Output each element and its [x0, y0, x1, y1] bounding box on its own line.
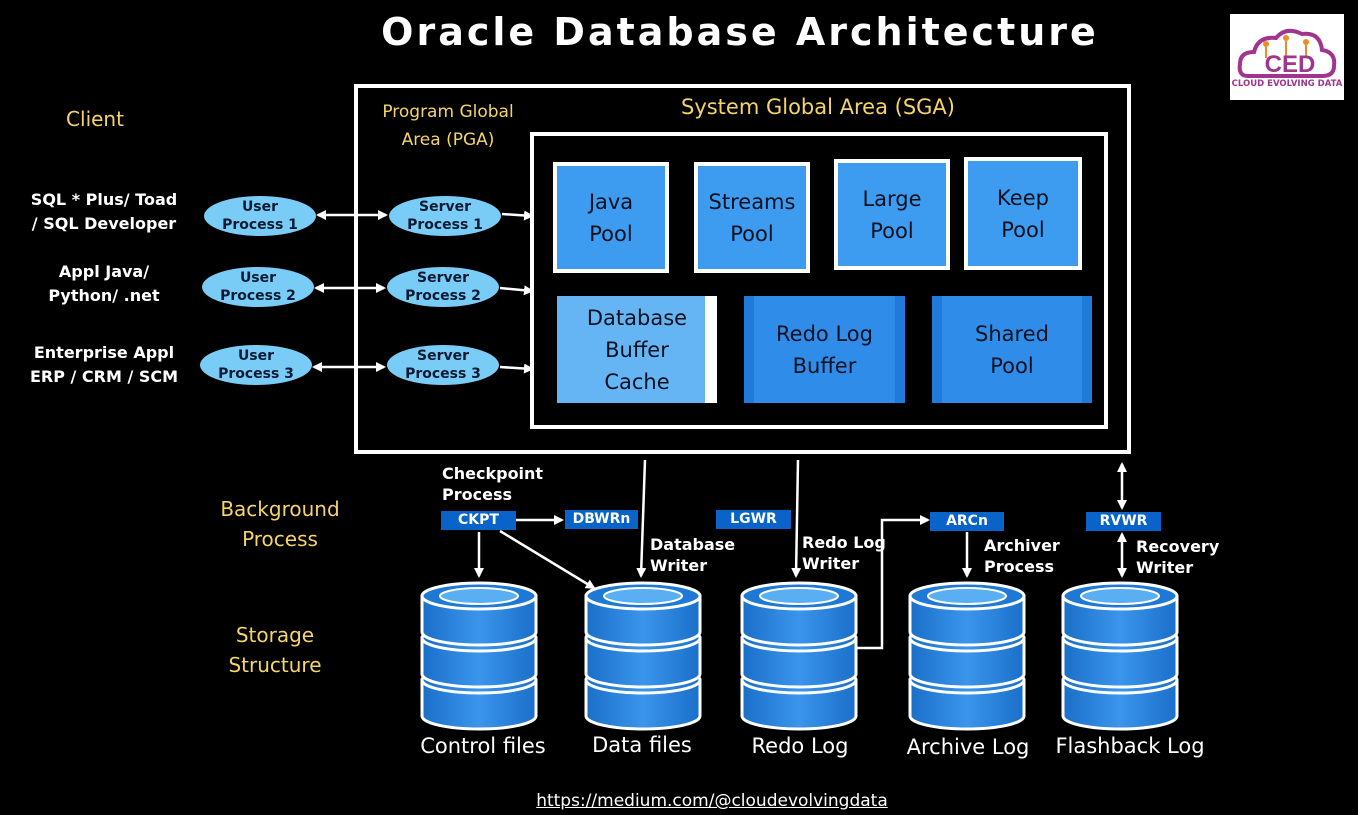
storage-structure-section-label: Storage Structure [228, 623, 322, 677]
ckpt-datafiles-arrow [499, 529, 596, 590]
logo-mark: CED [1265, 51, 1316, 78]
database-cylinder-icon-redo-log [740, 581, 858, 731]
recovery-writer-label: Recovery Writer [1136, 537, 1220, 577]
server-process-1: Server Process 1 [389, 196, 501, 236]
sga-label: System Global Area (SGA) [680, 95, 955, 119]
database-writer-arrow [636, 459, 647, 578]
streams-pool: Streams Pool [694, 162, 810, 273]
archiver-process-label: Archiver Process [984, 536, 1060, 576]
database-writer-label: Database Writer [650, 535, 736, 575]
storage-label-archive-log: Archive Log [906, 735, 1030, 759]
source-link[interactable]: https://medium.com/@cloudevolvingdata [536, 791, 888, 811]
database-cylinder-icon-control-files [420, 581, 538, 731]
storage-label-control-files: Control files [420, 734, 546, 758]
storage-label-redo-log: Redo Log [751, 734, 849, 758]
storage-label-data-files: Data files [592, 733, 692, 757]
database-cylinder-icon-data-files [584, 581, 702, 731]
user-process-3: User Process 3 [200, 345, 312, 385]
database-cylinder-icon-archive-log [908, 581, 1026, 731]
client-section-label: Client [66, 107, 124, 131]
background-process-section-label: Background Process [220, 497, 340, 551]
server-sga-arrow-3 [499, 363, 534, 374]
redo-archive-connector [856, 515, 930, 650]
storage-label-flashback-log: Flashback Log [1055, 734, 1205, 758]
java-pool: Java Pool [553, 162, 669, 273]
client-label-3: Enterprise Appl ERP / CRM / SCM [29, 343, 179, 386]
ckpt-tag: CKPT [441, 511, 516, 530]
redo-log-buffer: Redo Log Buffer [744, 296, 905, 403]
user-process-2: User Process 2 [202, 267, 314, 307]
page-title: Oracle Database Architecture [381, 10, 1099, 54]
cloud-circuit-icon: CED [1237, 28, 1337, 78]
server-process-3: Server Process 3 [387, 345, 499, 385]
server-sga-arrow-2 [499, 285, 534, 296]
rvwr-tag: RVWR [1086, 512, 1161, 531]
database-cylinder-icon-flashback-log [1061, 581, 1179, 731]
server-process-2: Server Process 2 [387, 267, 499, 307]
pga-label: Program Global Area (PGA) [382, 102, 514, 150]
client-label-2: Appl Java/ Python/ .net [48, 262, 160, 305]
ced-logo: CED CLOUD EVOLVING DATA [1230, 14, 1344, 100]
arcn-tag: ARCn [930, 512, 1004, 531]
database-buffer-cache: Database Buffer Cache [557, 296, 717, 403]
sga-box [530, 132, 1108, 429]
shared-pool: Shared Pool [932, 296, 1092, 403]
checkpoint-process-label: Checkpoint Process [442, 464, 544, 504]
redo-log-writer-arrow [791, 459, 802, 578]
client-label-1: SQL * Plus/ Toad / SQL Developer [30, 190, 178, 233]
dbwrn-tag: DBWRn [565, 510, 638, 529]
large-pool: Large Pool [834, 159, 950, 270]
instance-box [354, 84, 1131, 454]
logo-caption: CLOUD EVOLVING DATA [1231, 79, 1343, 89]
server-sga-arrow-1 [501, 210, 534, 221]
keep-pool: Keep Pool [964, 157, 1082, 270]
user-process-1: User Process 1 [204, 196, 316, 236]
redo-log-writer-label: Redo Log Writer [802, 533, 886, 573]
lgwr-tag: LGWR [716, 510, 791, 529]
